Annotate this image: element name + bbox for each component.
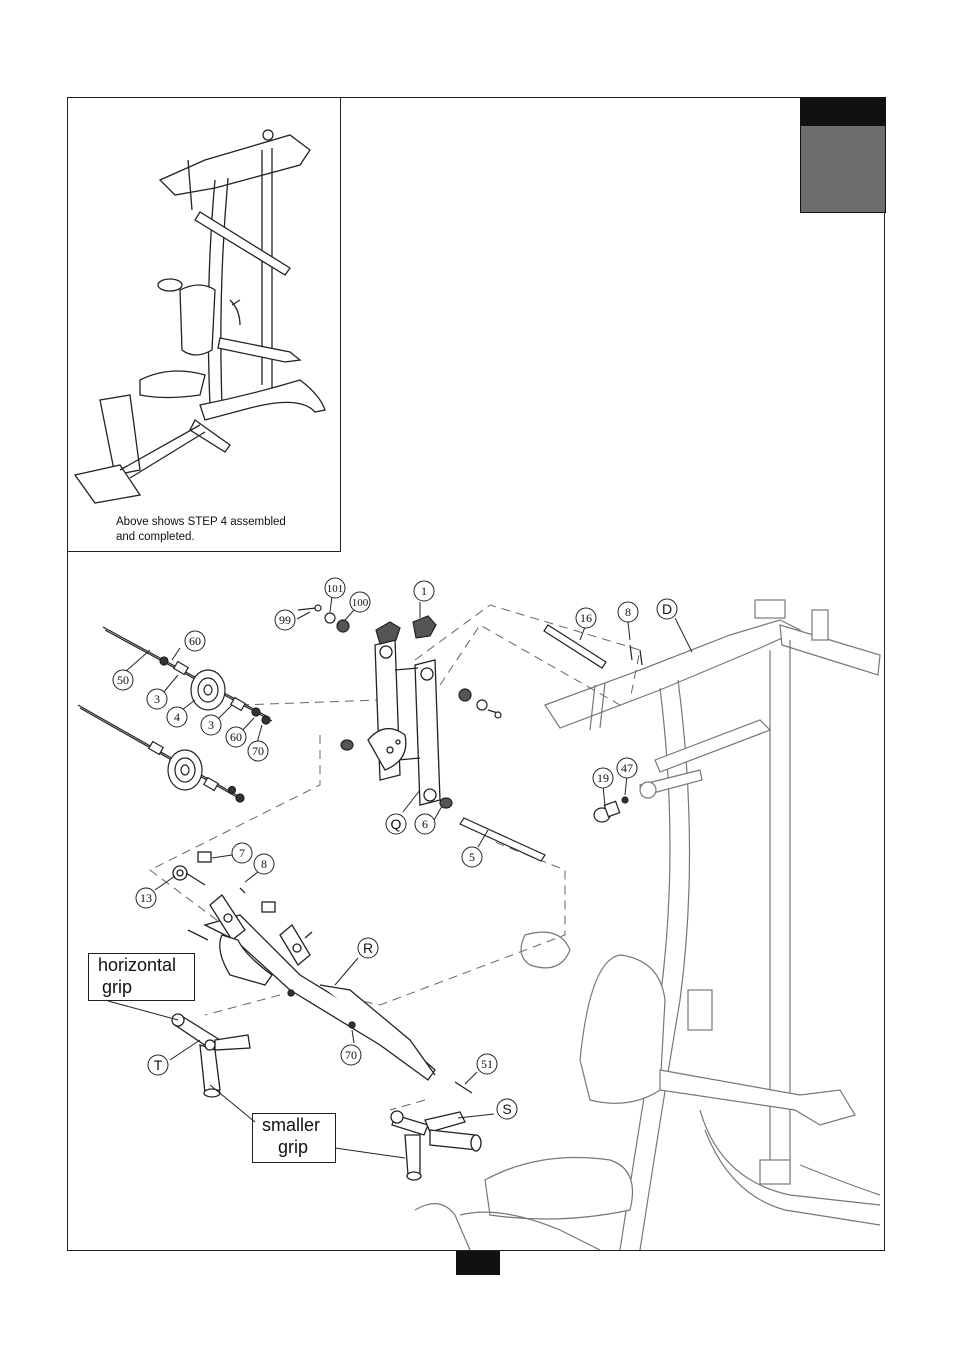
part-label-text: 5: [469, 850, 475, 864]
part-label-text: 47: [621, 761, 633, 775]
part-label-13: 13: [135, 887, 157, 909]
part-label-text: 70: [345, 1048, 357, 1062]
part-label-text: 101: [327, 583, 344, 595]
part-label-text: 60: [189, 634, 201, 648]
part-label-4: 4: [166, 706, 188, 728]
top-hardware: [297, 604, 502, 809]
part-label-text: 51: [481, 1057, 493, 1071]
assembled-preview-inset: [67, 97, 341, 552]
part-label-3-left: 3: [146, 688, 168, 710]
part-label-5: 5: [461, 846, 483, 868]
part-label-text: 70: [252, 744, 264, 758]
part-label-3-right: 3: [200, 714, 222, 736]
part-label-99: 99: [274, 609, 296, 631]
part-label-8-top: 8: [617, 601, 639, 623]
leader-lines: [107, 595, 693, 1159]
part-label-text: 1: [421, 584, 427, 598]
part-letter-D: D: [656, 598, 678, 620]
ghost-main-frame: [414, 599, 881, 1250]
pulley-bracket-Q: [367, 639, 441, 806]
part-label-47: 47: [616, 757, 638, 779]
step-tab-header: [800, 97, 886, 125]
part-letter-T: T: [147, 1054, 169, 1076]
part-label-16: 16: [575, 607, 597, 629]
part-label-text: 16: [580, 611, 592, 625]
pulley-assembly: [77, 626, 273, 803]
diagram-frame: [67, 97, 885, 1251]
pop-pin-knob: [593, 796, 629, 823]
smaller-grip-line2: grip: [278, 1137, 309, 1157]
part-label-text: 4: [174, 710, 180, 724]
alignment-dashed-lines: [149, 604, 641, 1111]
part-label-text: 60: [230, 730, 242, 744]
horizontal-grip-callout: horizontal grip: [88, 953, 195, 1001]
part-label-text: S: [502, 1101, 511, 1117]
smaller-grip-line1: smaller: [262, 1115, 321, 1135]
page-number-tab: [456, 1251, 500, 1275]
part-label-text: T: [154, 1057, 163, 1073]
lat-bar-R: [172, 851, 473, 1094]
horizontal-grip-line2: grip: [102, 977, 133, 997]
part-label-text: 19: [597, 771, 609, 785]
part-label-70-bottom: 70: [340, 1044, 362, 1066]
part-label-text: D: [662, 601, 672, 617]
part-letter-R: R: [357, 937, 379, 959]
smaller-grip-callout: smaller grip: [252, 1113, 336, 1163]
part-number-labels: 101 100 1 99 16 8 60 50 3 4 3 60 70 19 4…: [112, 577, 678, 1120]
part-label-60-bottom: 60: [225, 726, 247, 748]
horizontal-grip-line1: horizontal: [98, 955, 177, 975]
part-label-7: 7: [231, 842, 253, 864]
part-label-text: R: [363, 940, 373, 956]
exploded-main-drawing: 101 100 1 99 16 8 60 50 3 4 3 60 70 19 4…: [77, 577, 881, 1250]
part-label-19: 19: [592, 767, 614, 789]
part-label-6: 6: [414, 813, 436, 835]
assembled-machine-sketch: [73, 129, 326, 504]
part-label-text: Q: [391, 816, 402, 832]
pins: [459, 624, 643, 862]
inset-caption-line1: Above shows STEP 4 assembled: [116, 516, 286, 528]
part-label-100: 100: [349, 591, 371, 613]
part-label-50: 50: [112, 669, 134, 691]
part-label-text: 6: [422, 817, 428, 831]
part-label-101: 101: [324, 577, 346, 599]
part-letter-Q: Q: [385, 813, 407, 835]
part-label-text: 13: [140, 891, 152, 905]
handle-T: [171, 1013, 251, 1098]
inset-caption-line2: and completed.: [116, 531, 195, 543]
part-label-51: 51: [476, 1053, 498, 1075]
part-label-text: 8: [261, 857, 267, 871]
part-label-8-mid: 8: [253, 853, 275, 875]
part-label-text: 3: [208, 718, 214, 732]
part-label-text: 8: [625, 605, 631, 619]
part-label-1: 1: [413, 580, 435, 602]
part-label-text: 7: [239, 846, 245, 860]
inset-caption: Above shows STEP 4 assembled and complet…: [116, 515, 326, 545]
handle-S: [390, 1110, 482, 1181]
step-tab-body: [800, 125, 886, 213]
part-label-text: 100: [352, 597, 369, 609]
part-label-text: 3: [154, 692, 160, 706]
part-label-60-top: 60: [184, 630, 206, 652]
part-label-text: 50: [117, 673, 129, 687]
part-label-text: 99: [279, 613, 291, 627]
part-label-70-top: 70: [247, 740, 269, 762]
part-letter-S: S: [496, 1098, 518, 1120]
